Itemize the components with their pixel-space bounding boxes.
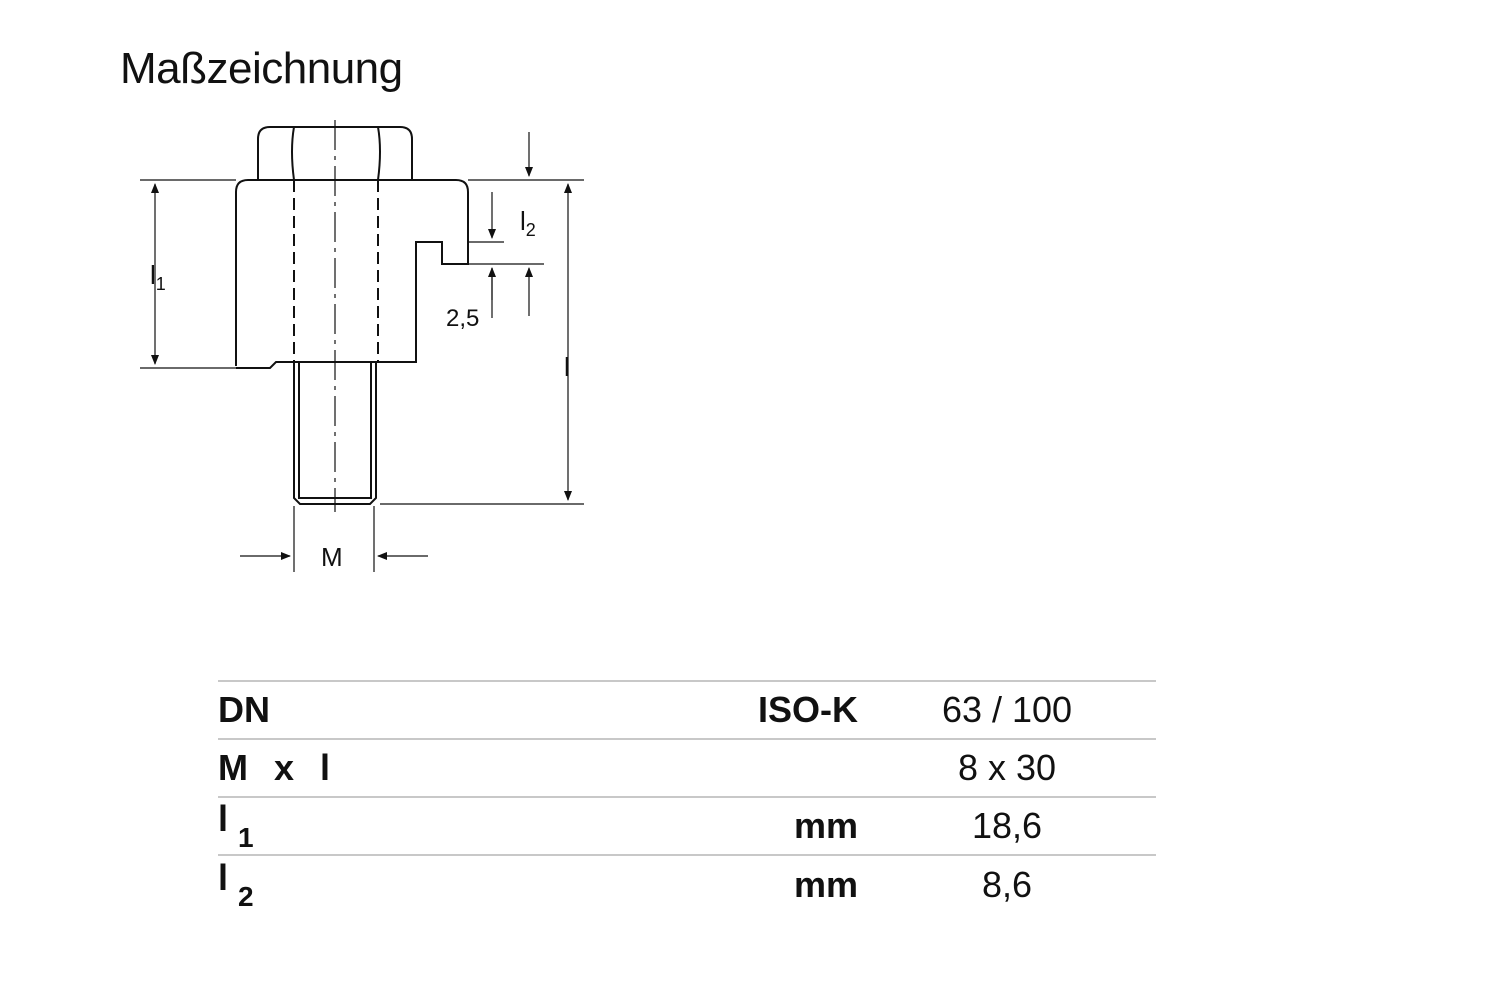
label-l1: l1	[150, 260, 166, 294]
hex-head-face-right	[377, 126, 381, 181]
row-value-dn: 63 / 100	[941, 689, 1073, 730]
row-value-l1: 18,6	[971, 805, 1043, 846]
row-value-m-x-l: 8 x 30	[957, 747, 1057, 788]
label-l2: l2	[520, 206, 536, 240]
page-title: Maßzeichnung	[120, 44, 403, 93]
row-unit-empty	[668, 739, 858, 797]
row-unit-mm: mm	[793, 863, 858, 905]
dimension-drawing: l1 l2 2,5 l M	[140, 120, 584, 572]
row-unit-mm: mm	[793, 805, 858, 846]
label-l: l	[564, 352, 570, 382]
row-label-dn: DN	[218, 689, 270, 730]
table-row: DN ISO-K 63 / 100	[218, 681, 1156, 739]
hex-head-face-left	[291, 126, 295, 181]
label-2-5: 2,5	[446, 305, 479, 332]
clamp-body	[235, 179, 469, 369]
label-m: M	[321, 542, 343, 572]
row-value-l2: 8,6	[981, 863, 1033, 905]
row-unit-iso-k: ISO-K	[757, 689, 858, 730]
